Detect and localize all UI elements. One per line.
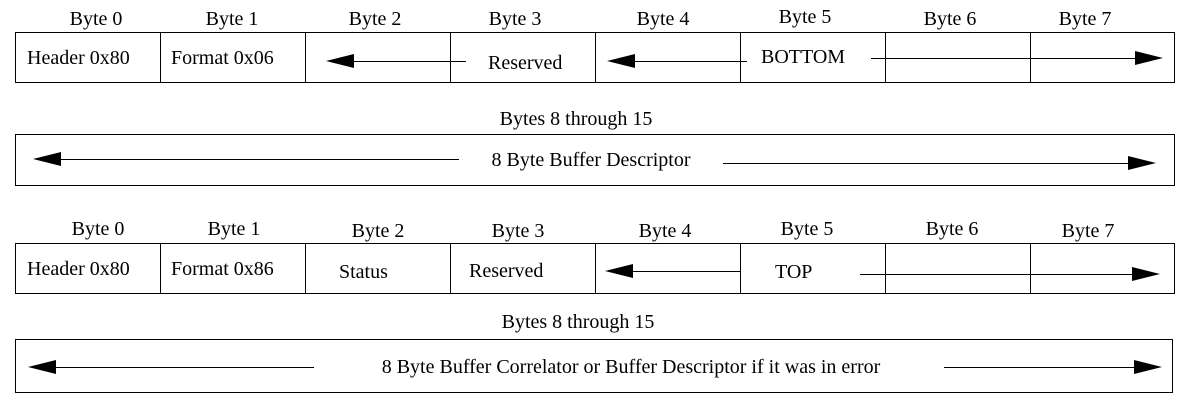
- top-bottom-span-right-arrowhead: [1135, 51, 1163, 65]
- top-descriptor-right-arrow: [723, 163, 1128, 164]
- top-bottom-span-left-arrowhead: [607, 54, 635, 68]
- bottom-descriptor-right-arrowhead: [1134, 360, 1162, 374]
- top-byte-1-label: Byte 1: [205, 8, 259, 30]
- top-descriptor-left-arrow: [61, 159, 459, 160]
- top-reserved-cell: Reserved: [488, 52, 563, 74]
- bottom-byte-0-label: Byte 0: [71, 218, 125, 240]
- top-byte-7-label: Byte 7: [1058, 8, 1112, 30]
- top-format-cell: Format 0x06: [171, 47, 274, 69]
- bottom-byte-5-label: Byte 5: [780, 218, 834, 240]
- bottom-divider-1: [160, 243, 161, 294]
- bottom-status-cell: Status: [339, 261, 388, 283]
- top-bytes-range-label: Bytes 8 through 15: [499, 108, 653, 130]
- bottom-byte-7-label: Byte 7: [1061, 220, 1115, 242]
- bottom-top-span-right-arrowhead: [1132, 267, 1160, 281]
- top-divider-2: [305, 32, 306, 83]
- bottom-top-span-left-arrow: [633, 271, 740, 272]
- bottom-byte-3-label: Byte 3: [491, 220, 545, 242]
- top-divider-5: [740, 32, 741, 83]
- top-byte-0-label: Byte 0: [69, 8, 123, 30]
- bottom-divider-7: [1030, 243, 1031, 294]
- bottom-descriptor-label: 8 Byte Buffer Correlator or Buffer Descr…: [381, 356, 881, 378]
- top-divider-4: [595, 32, 596, 83]
- bottom-header-cell: Header 0x80: [27, 258, 130, 280]
- bottom-reserved-cell: Reserved: [469, 260, 544, 282]
- bottom-divider-2: [305, 243, 306, 294]
- top-byte-4-label: Byte 4: [636, 8, 690, 30]
- top-bottom-span-left-arrow: [635, 61, 747, 62]
- bottom-top-span-left-arrowhead: [605, 264, 633, 278]
- bottom-top-span-right-arrow: [860, 274, 1132, 275]
- bottom-byte-1-label: Byte 1: [207, 218, 261, 240]
- top-descriptor-label: 8 Byte Buffer Descriptor: [491, 149, 691, 171]
- top-divider-3: [450, 32, 451, 83]
- top-descriptor-box: [15, 134, 1175, 186]
- top-bottom-cell: BOTTOM: [761, 46, 846, 68]
- bottom-descriptor-left-arrow: [56, 367, 314, 368]
- bottom-bytes-range-label: Bytes 8 through 15: [501, 311, 655, 333]
- top-reserved-span-arrowhead: [326, 54, 354, 68]
- bottom-byte-4-label: Byte 4: [638, 220, 692, 242]
- bottom-top-cell: TOP: [775, 261, 813, 283]
- top-bottom-span-right-arrow: [871, 58, 1135, 59]
- bottom-descriptor-left-arrowhead: [28, 360, 56, 374]
- top-descriptor-left-arrowhead: [33, 152, 61, 166]
- top-byte-2-label: Byte 2: [348, 8, 402, 30]
- bottom-divider-6: [885, 243, 886, 294]
- top-divider-7: [1030, 32, 1031, 83]
- top-byte-3-label: Byte 3: [488, 8, 542, 30]
- bottom-divider-4: [595, 243, 596, 294]
- top-descriptor-right-arrowhead: [1128, 156, 1156, 170]
- top-divider-1: [160, 32, 161, 83]
- top-divider-6: [885, 32, 886, 83]
- bottom-divider-5: [740, 243, 741, 294]
- bottom-descriptor-right-arrow: [944, 367, 1134, 368]
- bottom-byte-6-label: Byte 6: [925, 218, 979, 240]
- top-byte-5-label: Byte 5: [778, 6, 832, 28]
- top-header-cell: Header 0x80: [27, 47, 130, 69]
- bottom-descriptor-box: [15, 339, 1173, 393]
- top-reserved-span-arrow: [354, 61, 466, 62]
- bottom-format-cell: Format 0x86: [171, 258, 274, 280]
- bottom-divider-3: [450, 243, 451, 294]
- bottom-byte-2-label: Byte 2: [351, 220, 405, 242]
- top-byte-6-label: Byte 6: [923, 8, 977, 30]
